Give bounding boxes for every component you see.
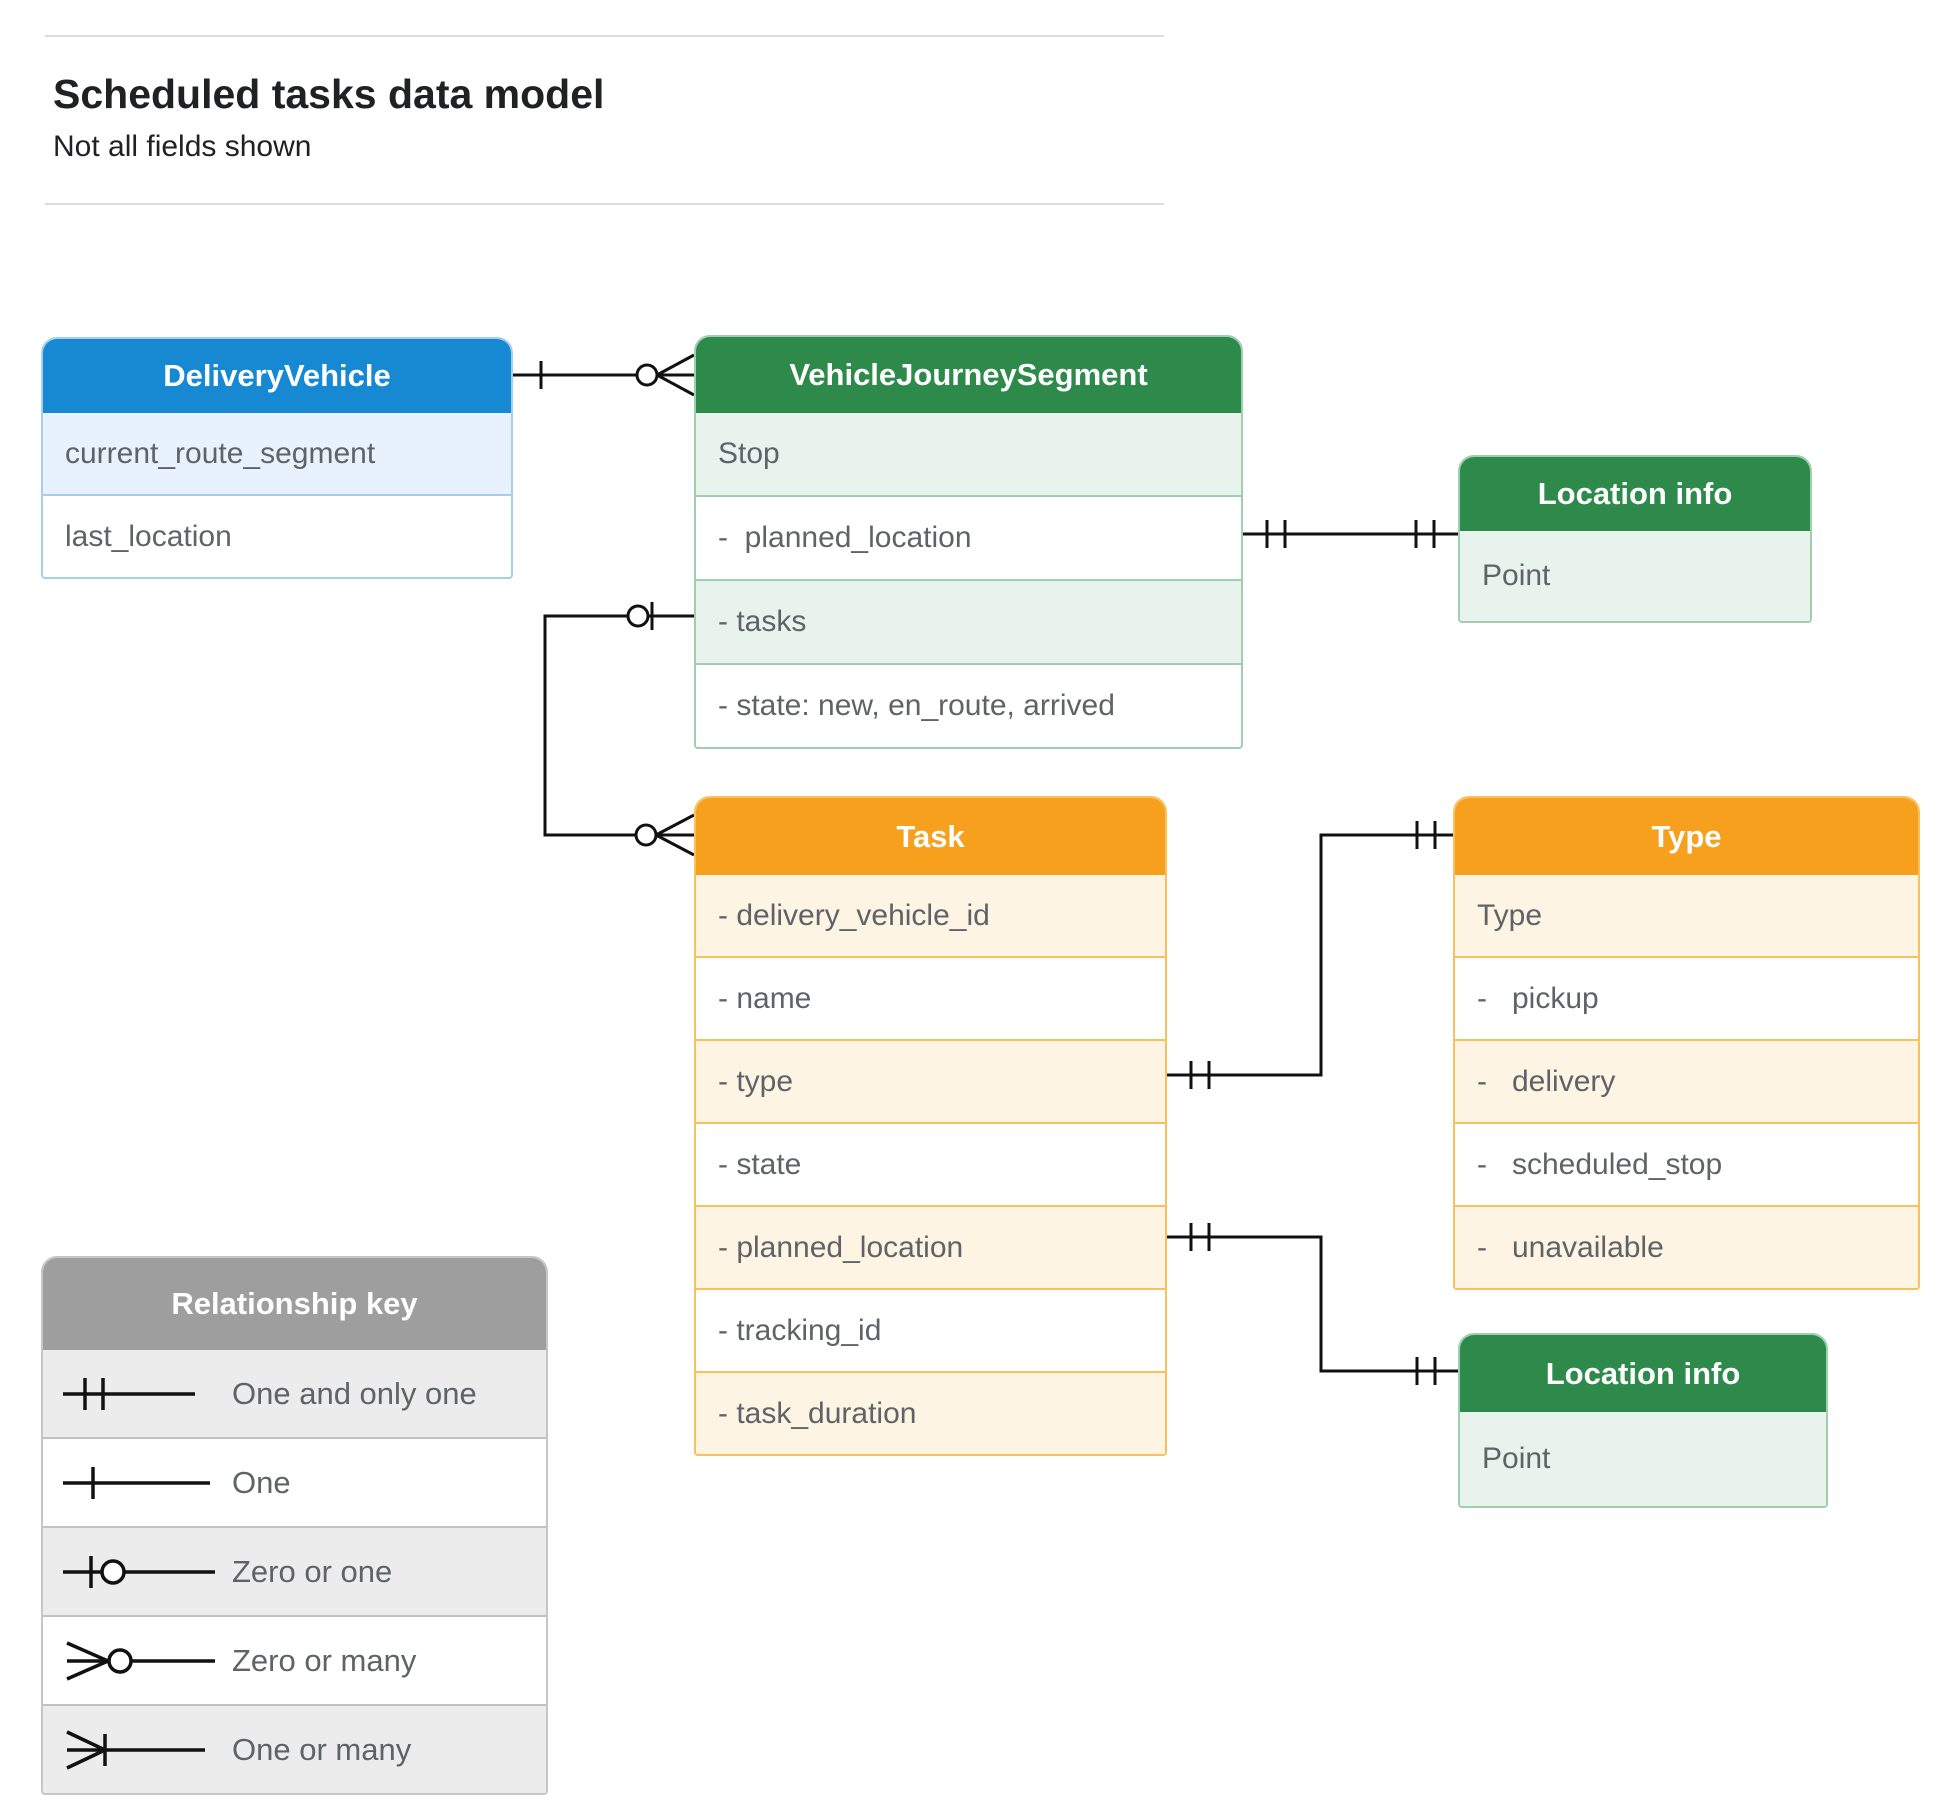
connector-task-type [1167,821,1453,1089]
entity-title: DeliveryVehicle [43,339,511,413]
entity-field: current_route_segment [43,413,511,494]
relationship-key-title: Relationship key [43,1258,546,1350]
connector-vehiclejourneysegment-task [543,602,695,857]
legend-item: Zero or one [43,1526,546,1615]
entity-field: - state: new, en_route, arrived [696,663,1241,747]
entity-task: Task - delivery_vehicle_id - name - type… [694,796,1167,1456]
page-title: Scheduled tasks data model [53,71,605,117]
entity-field: last_location [43,494,511,577]
one-icon [63,1467,210,1499]
entity-field: - planned_location [696,1205,1165,1288]
entity-field: Type [1455,875,1918,956]
legend-item: One or many [43,1704,546,1793]
entity-title: Location info [1460,1335,1826,1412]
entity-field: - tracking_id [696,1288,1165,1371]
zero-or-many-icon [66,1641,215,1681]
divider-bottom [45,203,1164,205]
entity-location-info-bottom: Location info Point [1458,1333,1828,1508]
connector-vehiclejourneysegment-locationinfo [1243,520,1458,548]
one-or-many-icon [66,1730,205,1770]
entity-field: - name [696,956,1165,1039]
entity-field: - delivery [1455,1039,1918,1122]
legend-label: One and only one [232,1375,477,1411]
legend-label: Zero or one [232,1553,393,1589]
entity-field: - type [696,1039,1165,1122]
legend-item: One [43,1437,546,1526]
divider-top [45,35,1164,37]
connector-task-locationinfo [1167,1223,1458,1385]
entity-location-info-top: Location info Point [1458,455,1812,623]
entity-field: - scheduled_stop [1455,1122,1918,1205]
entity-field: - planned_location [696,495,1241,579]
entity-type: Type Type - pickup - delivery - schedule… [1453,796,1920,1290]
entity-field: - task_duration [696,1371,1165,1454]
legend-item: One and only one [43,1350,546,1437]
entity-title: Location info [1460,457,1810,531]
page-subtitle: Not all fields shown [53,130,312,163]
entity-title: Task [696,798,1165,875]
entity-field: - tasks [696,579,1241,663]
entity-delivery-vehicle: DeliveryVehicle current_route_segment la… [41,337,513,579]
entity-field: Point [1460,1412,1826,1506]
legend-label: One or many [232,1731,412,1767]
legend-label: Zero or many [232,1642,417,1678]
legend-label: One [232,1464,291,1500]
one-and-only-one-icon [63,1378,195,1410]
entity-field: - unavailable [1455,1205,1918,1288]
entity-title: VehicleJourneySegment [696,337,1241,413]
entity-field: - delivery_vehicle_id [696,875,1165,956]
zero-or-one-icon [63,1556,215,1588]
connector-deliveryvehicle-vehiclejourneysegment [513,353,695,397]
entity-field: Point [1460,531,1810,621]
entity-field: - pickup [1455,956,1918,1039]
legend-item: Zero or many [43,1615,546,1704]
entity-field: Stop [696,413,1241,495]
entity-title: Type [1455,798,1918,875]
relationship-key: Relationship key One and only one One Ze… [41,1256,548,1795]
entity-vehicle-journey-segment: VehicleJourneySegment Stop - planned_loc… [694,335,1243,749]
entity-field: - state [696,1122,1165,1205]
